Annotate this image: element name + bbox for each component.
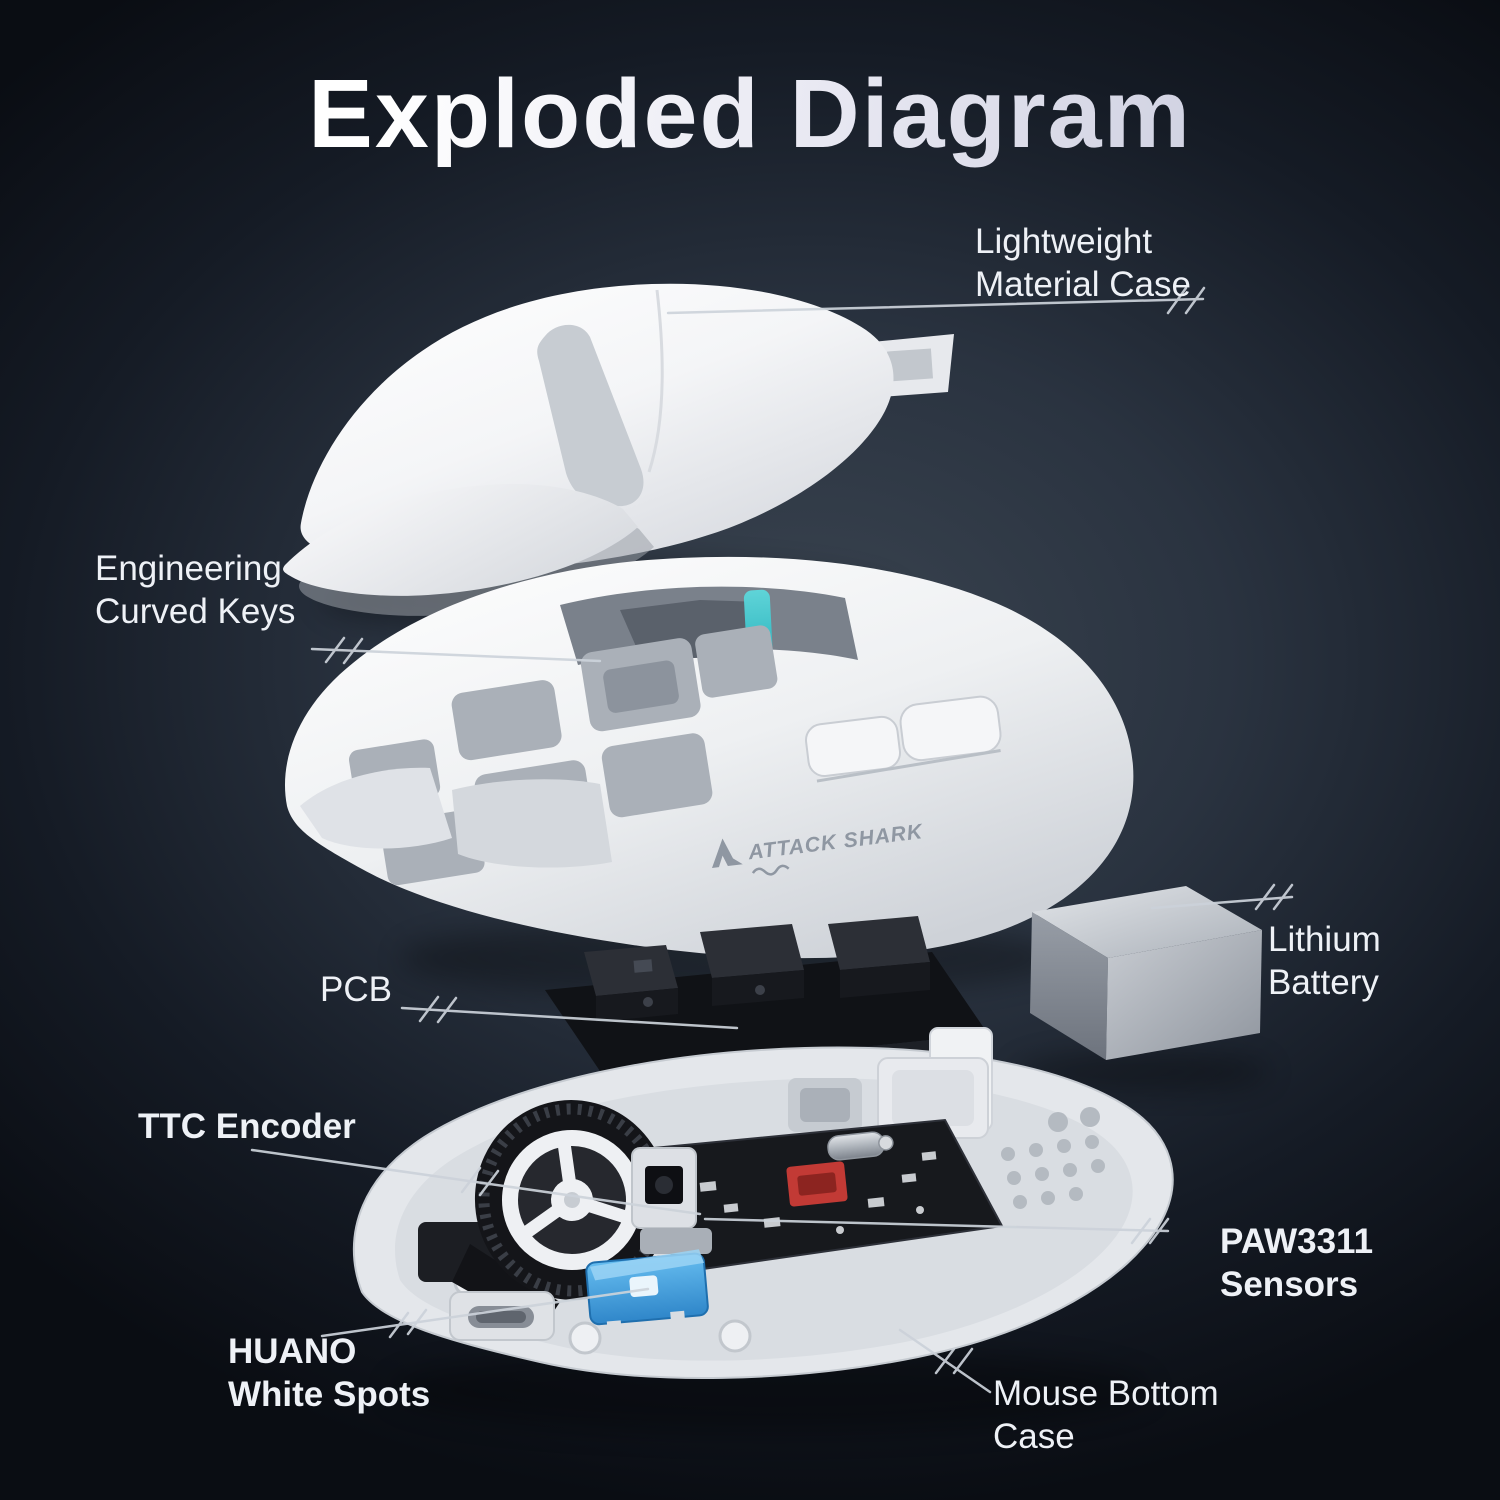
label-ttc-encoder: TTC Encoder <box>138 1105 356 1148</box>
label-line: HUANO <box>228 1332 357 1371</box>
ttc-encoder-part <box>631 1147 712 1254</box>
label-huano-white-spots: HUANO White Spots <box>228 1330 430 1416</box>
leader-pcb <box>400 995 739 1030</box>
bottom-assembly <box>352 1027 1174 1432</box>
label-line: Mouse Bottom <box>993 1374 1219 1413</box>
label-line: PAW3311 <box>1220 1222 1374 1261</box>
label-line: Battery <box>1268 963 1379 1002</box>
label-line: White Spots <box>228 1375 431 1414</box>
label-line: Sensors <box>1220 1265 1359 1304</box>
top-cover-slot <box>537 324 644 507</box>
label-lightweight-material-case: Lightweight Material Case <box>975 220 1191 306</box>
ventilation-holes <box>1001 1107 1105 1209</box>
label-line: TTC Encoder <box>138 1107 356 1146</box>
leader-paw-sensors <box>703 1217 1170 1245</box>
leader-lightweight <box>666 286 1206 315</box>
label-paw3311-sensors: PAW3311 Sensors <box>1220 1220 1373 1306</box>
label-mouse-bottom-case: Mouse Bottom Case <box>993 1372 1219 1458</box>
label-line: Case <box>993 1417 1075 1456</box>
leader-curved-keys <box>310 636 602 665</box>
label-line: Lithium <box>1268 920 1381 959</box>
page-title: Exploded Diagram <box>0 58 1500 170</box>
label-line: PCB <box>320 970 392 1009</box>
label-lithium-battery: Lithium Battery <box>1268 918 1381 1004</box>
label-line: Lightweight <box>975 222 1153 261</box>
usb-port <box>449 1291 555 1341</box>
label-line: Curved Keys <box>95 592 296 631</box>
left-key-plate <box>283 483 638 596</box>
leader-bottom-case <box>898 1328 992 1394</box>
label-line: Engineering <box>95 549 282 588</box>
lithium-battery <box>1014 886 1270 1092</box>
attack-shark-logo-icon <box>712 838 743 868</box>
label-pcb: PCB <box>320 968 392 1011</box>
leader-huano <box>320 1287 650 1339</box>
label-line: Material Case <box>975 265 1191 304</box>
vibration-motor <box>827 1131 894 1161</box>
leader-ttc-encoder <box>250 1148 702 1216</box>
side-buttons <box>805 695 1002 783</box>
label-engineering-curved-keys: Engineering Curved Keys <box>95 547 295 633</box>
battery-holder <box>877 1027 993 1139</box>
leader-lines <box>250 286 1294 1394</box>
leader-battery <box>1150 883 1294 911</box>
